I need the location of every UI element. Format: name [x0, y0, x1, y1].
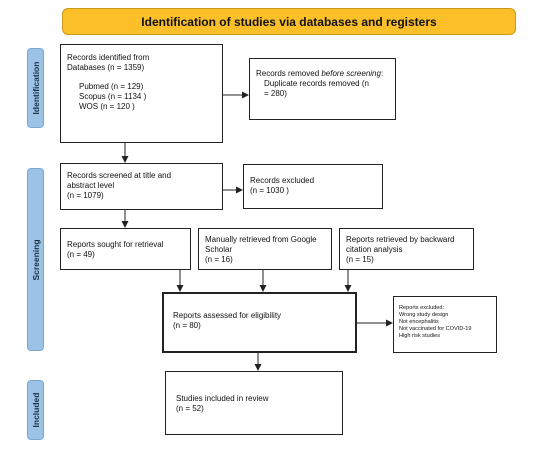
- studies-included-box: Studies included in review (n = 52): [165, 371, 343, 435]
- removed-prefix: Records removed: [256, 69, 322, 78]
- db-wos: WOS (n = 120 ): [79, 102, 135, 111]
- reports-excluded-line5: High risk studies: [399, 332, 441, 339]
- section-tag-included: Included: [27, 380, 44, 440]
- section-tag-screening: Screening: [27, 168, 44, 351]
- assessed-line2: (n = 80): [173, 321, 201, 330]
- removed-italic: before screening: [321, 69, 381, 78]
- records-screened-box: Records screened at title and abstract l…: [60, 163, 223, 210]
- backward-line2: citation analysis: [346, 245, 403, 254]
- removed-line2: Duplicate records removed (n: [264, 79, 369, 88]
- screened-line3: (n = 1079): [67, 191, 104, 200]
- db-pubmed: Pubmed (n = 129): [79, 82, 144, 91]
- manual-line2: Scholar: [205, 245, 233, 254]
- section-tag-identification: Identification: [27, 48, 44, 128]
- reports-assessed-box: Reports assessed for eligibility (n = 80…: [162, 292, 357, 353]
- backward-line3: (n = 15): [346, 255, 374, 264]
- records-excluded-box: Records excluded (n = 1030 ): [243, 164, 383, 209]
- included-line1: Studies included in review: [176, 394, 269, 403]
- backward-line1: Reports retrieved by backward: [346, 235, 455, 244]
- manual-line1: Manually retrieved from Google: [205, 235, 317, 244]
- excluded-line1: Records excluded: [250, 176, 315, 185]
- header-banner: Identification of studies via databases …: [62, 8, 516, 35]
- removed-line3: = 280): [264, 89, 287, 98]
- header-title: Identification of studies via databases …: [141, 15, 437, 29]
- sought-line2: (n = 49): [67, 250, 95, 259]
- db-scopus: Scopus (n = 1134 ): [79, 92, 147, 101]
- included-line2: (n = 52): [176, 404, 204, 413]
- screened-line1: Records screened at title and: [67, 171, 172, 180]
- manually-retrieved-box: Manually retrieved from Google Scholar (…: [198, 228, 332, 270]
- reports-excluded-line4: Not vaccinated for COVID-19: [399, 325, 472, 332]
- sought-line1: Reports sought for retrieval: [67, 240, 164, 249]
- identified-line2: Databases (n = 1359): [67, 63, 145, 72]
- reports-excluded-line3: Not encephalitis: [399, 318, 439, 325]
- reports-excluded-line1: Reports excluded:: [399, 305, 445, 311]
- records-identified-box: Records identified from Databases (n = 1…: [60, 44, 223, 143]
- removed-suffix: :: [380, 69, 384, 78]
- records-removed-box: Records removed before screening: Duplic…: [249, 58, 396, 120]
- manual-line3: (n = 16): [205, 255, 233, 264]
- reports-excluded-box: Reports excluded: Wrong study design Not…: [393, 296, 497, 353]
- identified-line1: Records identified from: [67, 53, 150, 62]
- database-list: Pubmed (n = 129) Scopus (n = 1134 ) WOS …: [67, 82, 216, 112]
- reports-excluded-line2: Wrong study design: [399, 311, 449, 318]
- reports-sought-box: Reports sought for retrieval (n = 49): [60, 228, 191, 270]
- excluded-line2: (n = 1030 ): [250, 186, 289, 195]
- backward-citation-box: Reports retrieved by backward citation a…: [339, 228, 474, 270]
- screened-line2: abstract level: [67, 181, 115, 190]
- assessed-line1: Reports assessed for eligibility: [173, 311, 282, 320]
